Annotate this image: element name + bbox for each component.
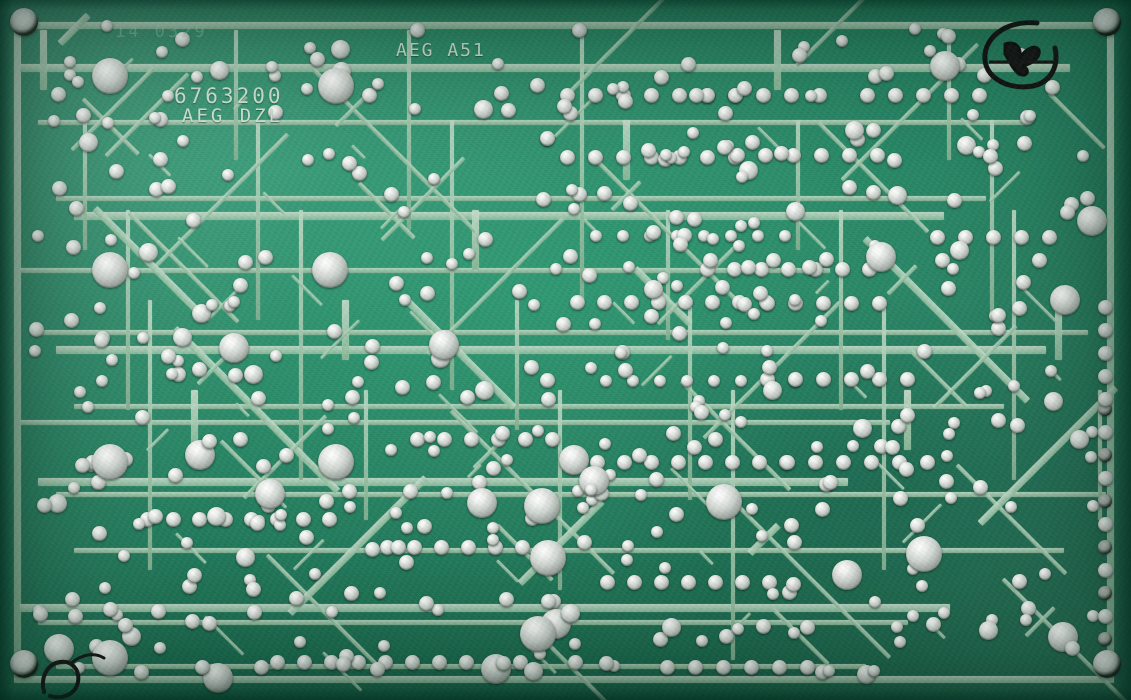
photo-grain-texture bbox=[0, 0, 1131, 700]
pcb-photograph: 6763200 AEG DZL AEG A51 14 0329 bbox=[0, 0, 1131, 700]
